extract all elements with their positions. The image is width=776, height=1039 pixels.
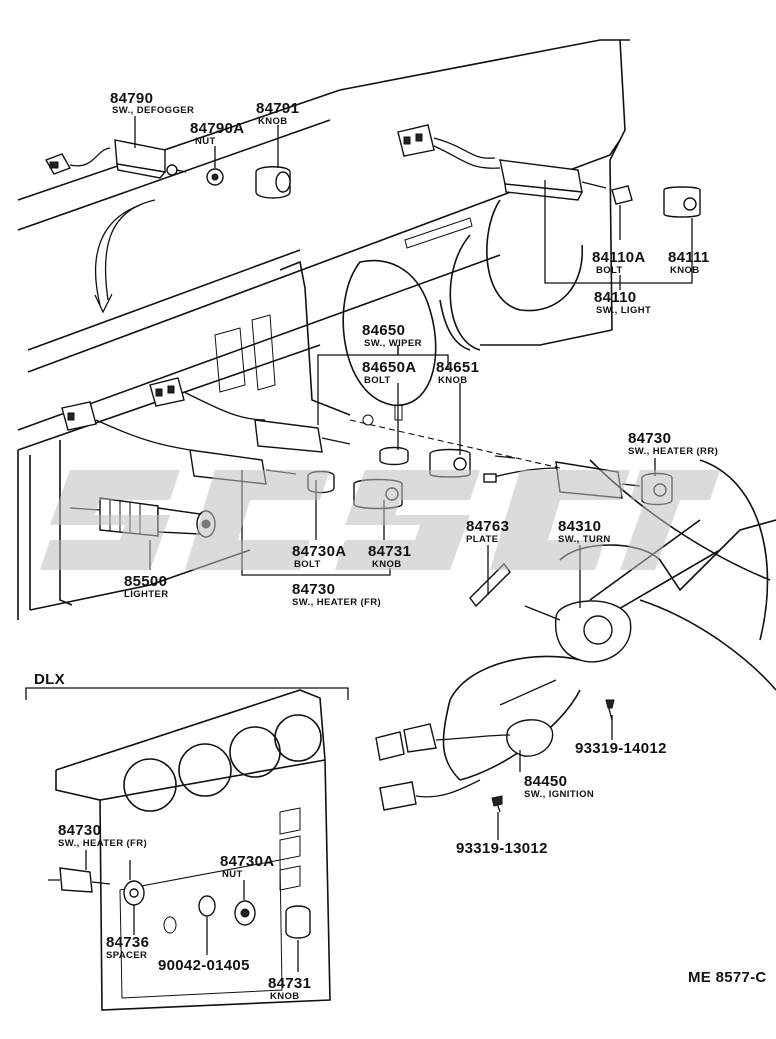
group-label-dlx: DLX bbox=[34, 671, 65, 688]
part-description: SW., HEATER (FR) bbox=[58, 838, 147, 849]
part-number: 84730 bbox=[292, 581, 335, 598]
part-label-93319-13012: 93319-13012 bbox=[456, 840, 548, 857]
part-description: SW., HEATER (FR) bbox=[292, 597, 381, 608]
part-number: 84790A bbox=[190, 120, 244, 137]
part-description: KNOB bbox=[438, 375, 468, 386]
part-label-84450: 84450 SW., IGNITION bbox=[524, 773, 594, 800]
part-number: 84730A bbox=[220, 853, 274, 870]
part-description: SPACER bbox=[106, 950, 147, 961]
part-label-84730a-bolt: 84730A BOLT bbox=[292, 543, 346, 570]
part-number: 84731 bbox=[268, 975, 311, 992]
part-label-84110a: 84110A BOLT bbox=[592, 249, 646, 276]
part-number: 84763 bbox=[466, 518, 509, 535]
part-number: 84111 bbox=[668, 249, 710, 266]
part-number: 84731 bbox=[368, 543, 411, 560]
part-number: 90042-01405 bbox=[158, 957, 250, 974]
part-number: 84651 bbox=[436, 359, 479, 376]
part-label-84650a: 84650A BOLT bbox=[362, 359, 416, 386]
wiper-switch-illustration bbox=[149, 377, 471, 478]
part-label-84650: 84650 SW., WIPER bbox=[362, 322, 422, 349]
dlx-dashboard-illustration bbox=[48, 689, 331, 1011]
part-label-84730-rr: 84730 SW., HEATER (RR) bbox=[628, 430, 718, 457]
part-description: BOLT bbox=[294, 559, 321, 570]
part-number: 84650A bbox=[362, 359, 416, 376]
part-description: BOLT bbox=[596, 265, 623, 276]
part-label-84731-main: 84731 KNOB bbox=[368, 543, 411, 570]
dlx-label-84731: 84731 KNOB bbox=[268, 975, 311, 1002]
dlx-inset-bracket bbox=[25, 687, 349, 700]
part-description: PLATE bbox=[466, 534, 498, 545]
ignition-connectors-illustration bbox=[375, 723, 511, 811]
part-description: SW., HEATER (RR) bbox=[628, 446, 718, 457]
part-label-84310: 84310 SW., TURN bbox=[558, 518, 611, 545]
dlx-label-84730a: 84730A NUT bbox=[220, 853, 274, 880]
part-label-84730-fr: 84730 SW., HEATER (FR) bbox=[292, 581, 381, 608]
part-number: 93319-13012 bbox=[456, 840, 548, 857]
part-description: LIGHTER bbox=[124, 589, 169, 600]
part-label-84110: 84110 SW., LIGHT bbox=[594, 289, 651, 316]
part-label-84651: 84651 KNOB bbox=[436, 359, 479, 386]
part-number: 84790 bbox=[110, 90, 153, 107]
part-description: NUT bbox=[195, 136, 216, 147]
part-description: SW., LIGHT bbox=[596, 305, 651, 316]
part-label-84791: 84791 KNOB bbox=[256, 100, 299, 127]
part-description: SW., WIPER bbox=[364, 338, 422, 349]
dlx-label-90042: 90042-01405 bbox=[158, 957, 250, 974]
diagram-code: ME 8577-C bbox=[688, 969, 767, 986]
part-label-84111: 84111 KNOB bbox=[668, 249, 710, 276]
part-number: 93319-14012 bbox=[575, 740, 667, 757]
part-number: 84110A bbox=[592, 249, 646, 266]
part-description: BOLT bbox=[364, 375, 391, 386]
part-number: 84791 bbox=[256, 100, 299, 117]
dlx-label-84730: 84730 SW., HEATER (FR) bbox=[58, 822, 147, 849]
part-description: KNOB bbox=[372, 559, 402, 570]
dlx-label-84736: 84736 SPACER bbox=[106, 934, 149, 961]
part-number: 84736 bbox=[106, 934, 149, 951]
part-description: SW., TURN bbox=[558, 534, 611, 545]
light-switch-illustration bbox=[397, 124, 701, 218]
defogger-switch-illustration bbox=[44, 139, 291, 314]
part-label-84790: 84790 SW., DEFOGGER bbox=[110, 90, 194, 116]
part-number: 84310 bbox=[558, 518, 601, 535]
part-label-93319-14012: 93319-14012 bbox=[575, 740, 667, 757]
part-label-84790a: 84790A NUT bbox=[190, 120, 244, 147]
part-number: 84730A bbox=[292, 543, 346, 560]
watermark bbox=[40, 470, 720, 570]
part-description: KNOB bbox=[258, 116, 288, 127]
part-description: SW., IGNITION bbox=[524, 789, 594, 800]
part-number: 84730 bbox=[58, 822, 101, 839]
part-description: NUT bbox=[222, 869, 243, 880]
part-label-85500: 85500 LIGHTER bbox=[124, 573, 169, 600]
part-label-84763: 84763 PLATE bbox=[466, 518, 509, 545]
part-description: SW., DEFOGGER bbox=[112, 105, 194, 116]
part-description: KNOB bbox=[670, 265, 700, 276]
part-number: 84650 bbox=[362, 322, 405, 339]
part-number: 84110 bbox=[594, 289, 636, 306]
part-number: 84730 bbox=[628, 430, 671, 447]
part-number: 85500 bbox=[124, 573, 167, 590]
alignment-dashed-line bbox=[349, 419, 561, 469]
steering-column-illustration bbox=[442, 459, 776, 813]
part-description: KNOB bbox=[270, 991, 300, 1002]
part-number: 84450 bbox=[524, 773, 567, 790]
plate-illustration bbox=[469, 562, 511, 608]
